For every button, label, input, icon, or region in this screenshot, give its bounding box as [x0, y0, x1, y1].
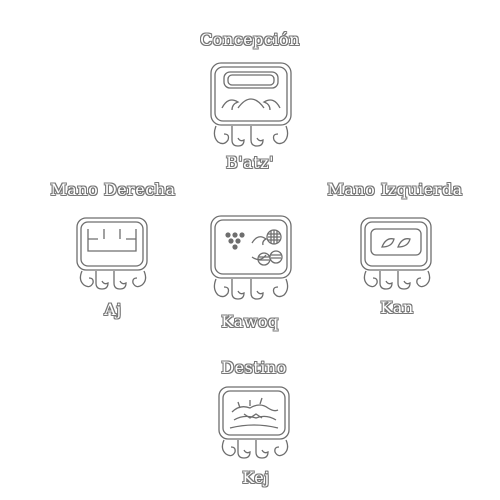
heading-bottom: Destino — [221, 358, 287, 377]
heading-top: Concepción — [200, 30, 300, 49]
name-left: Aj — [104, 300, 122, 319]
heading-left: Mano Derecha — [50, 180, 176, 199]
name-center: Kawoq — [221, 312, 279, 331]
name-bottom: Kej — [242, 468, 270, 487]
kan-glyph-icon — [358, 215, 436, 295]
aj-glyph-icon — [74, 215, 152, 295]
name-top: B'atz' — [226, 153, 274, 172]
batz-glyph-icon — [208, 60, 294, 150]
kawoq-glyph-icon — [208, 213, 294, 303]
kej-glyph-icon — [216, 384, 294, 464]
name-right: Kan — [380, 298, 414, 317]
heading-right: Mano Izquierda — [327, 180, 463, 199]
